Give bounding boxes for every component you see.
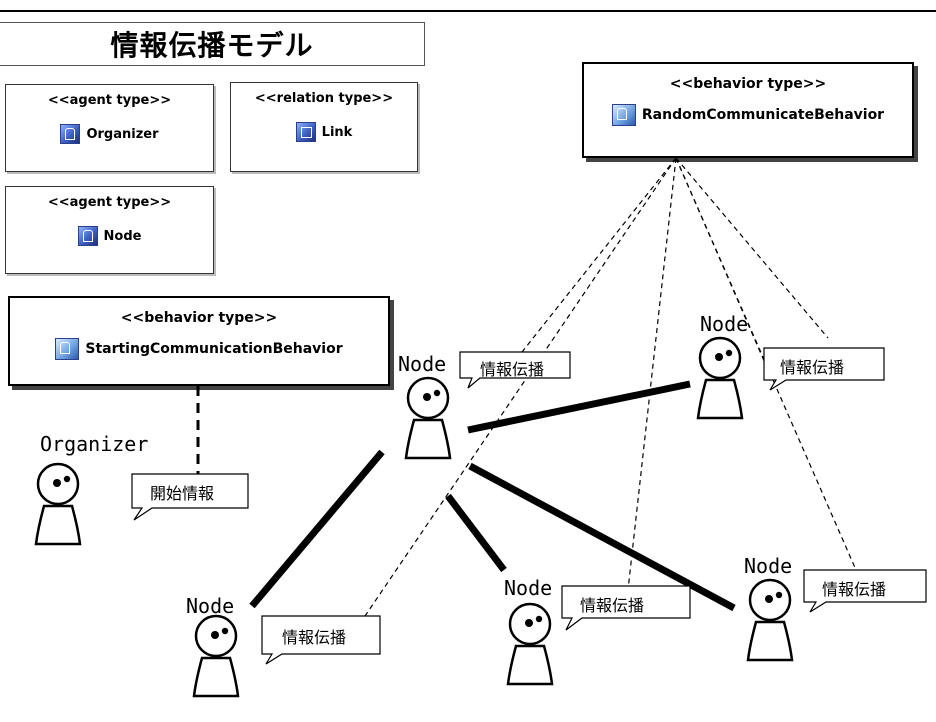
callout-text-bottom-right: 情報伝播 [822,580,887,599]
starting-behavior-card: <<behavior type>> StartingCommunicationB… [8,296,390,386]
node-type-card: <<agent type>> Node [5,186,214,274]
card-name: RandomCommunicateBehavior [641,107,885,123]
card-name: Organizer [86,126,159,142]
dashed-line [675,157,829,339]
dashed-line [521,157,677,353]
behavior-icon [55,338,80,360]
callout-box-start [131,473,249,521]
callout-text-start: 開始情報 [150,484,215,503]
dashed-line [675,157,857,571]
callout-box-center [459,351,571,389]
callout-text-center: 情報伝播 [480,360,545,379]
node-label-bottom-mid: Node [504,576,553,600]
link-line [249,449,385,609]
callout-shapes [131,347,927,665]
callout-text-right: 情報伝播 [780,358,845,377]
card-name: StartingCommunicationBehavior [85,341,343,357]
link-type-card: <<relation type>> Link [230,82,418,172]
node-label-bottom-left: Node [186,594,235,618]
node-figure-bottom-mid [506,602,554,686]
node-label-right: Node [700,312,749,336]
node-figure-right [696,336,744,420]
callout-box-bottom-mid [561,585,691,631]
node-figure-bottom-left [192,614,240,698]
dashed-line [627,157,677,591]
callout-box-bottom-right [803,569,927,613]
random-behavior-card: <<behavior type>> RandomCommunicateBehav… [582,62,914,158]
relation-icon [295,122,316,142]
callout-text-bottom-mid: 情報伝播 [580,596,645,615]
agent-icon [77,226,98,246]
link-lines [249,380,736,612]
page-title: 情報伝播モデル [110,29,314,62]
link-line [445,493,507,573]
agent-icon [60,124,81,144]
link-line [468,462,736,612]
node-figure-bottom-right [746,578,794,662]
link-line [467,380,691,434]
dashed-line [364,157,677,617]
broadcast-lines [364,157,857,617]
title-box: 情報伝播モデル [0,22,425,66]
organizer-label: Organizer [40,432,149,456]
card-stereotype: <<behavior type>> [120,310,278,326]
node-label-center: Node [398,352,447,376]
top-rule [0,10,936,12]
node-label-bottom-right: Node [744,554,793,578]
card-stereotype: <<behavior type>> [669,76,827,92]
node-figure-center [404,376,452,460]
callout-box-right [763,347,885,391]
card-name: Node [103,228,142,244]
callout-text-bottom-left: 情報伝播 [282,628,347,647]
organizer-type-card: <<agent type>> Organizer [5,84,214,172]
card-name: Link [321,124,353,140]
behavior-icon [611,104,636,126]
card-stereotype: <<relation type>> [254,91,394,106]
card-stereotype: <<agent type>> [47,195,172,210]
card-stereotype: <<agent type>> [47,93,172,108]
callout-box-bottom-left [261,615,381,665]
organizer-figure [34,462,82,546]
